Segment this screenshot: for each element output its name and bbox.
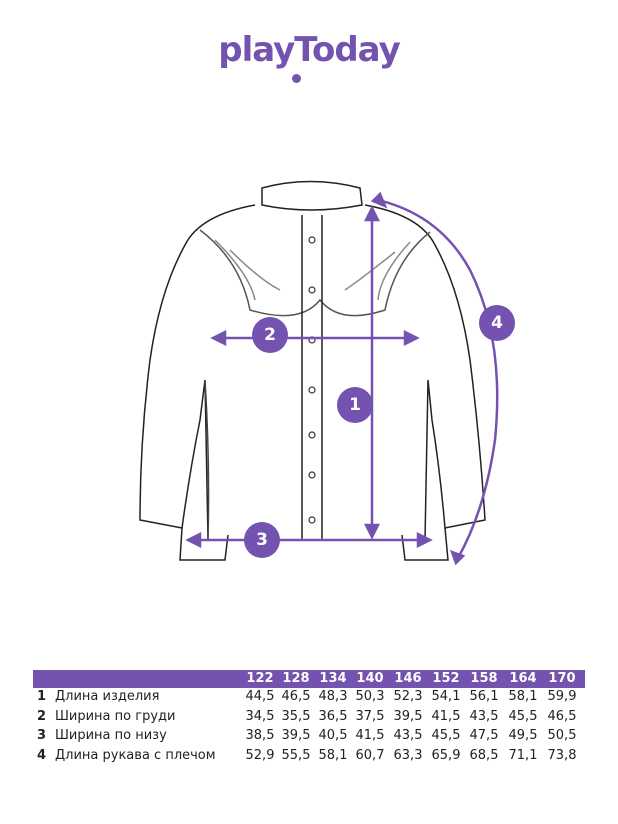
row-label: Длина рукава с плечом (55, 747, 216, 763)
measure-value: 48,3 (318, 689, 348, 704)
measure-value: 63,3 (393, 747, 423, 763)
row-number: 4 (37, 747, 47, 763)
row-number: 1 (37, 689, 47, 704)
measure-value: 65,9 (431, 747, 461, 763)
measure-value: 71,1 (508, 747, 538, 763)
logo-text: playToday (218, 30, 400, 70)
measure-value: 50,5 (547, 728, 577, 743)
measure-value: 34,5 (245, 708, 275, 724)
size-header: 140 (356, 671, 384, 686)
marker-1: 1 (337, 387, 373, 423)
measure-value: 38,5 (245, 728, 275, 743)
blouse-body (139, 204, 486, 541)
measure-value: 54,1 (431, 689, 461, 704)
size-header-row: 122 128 134 140 146 152 158 164 170 (33, 670, 585, 688)
row-label: Длина изделия (55, 689, 160, 704)
measure-value: 40,5 (318, 728, 348, 743)
table-row: 4 Длина рукава с плечом 52,9 55,5 58,1 60,7 63… (33, 747, 585, 767)
table-row: 1 Длина изделия 44,5 46,5 48,3 50,3 52,3 54,1 56… (33, 688, 585, 708)
measure-value: 35,5 (281, 708, 311, 724)
measure-value: 60,7 (355, 747, 385, 763)
measure-value: 59,9 (547, 689, 577, 704)
measure-value: 49,5 (508, 728, 538, 743)
marker-4: 4 (479, 305, 515, 341)
table-row: 2 Ширина по груди 34,5 35,5 36,5 37,5 39,5 41,5… (33, 708, 585, 728)
size-header: 146 (394, 671, 422, 686)
ruffle (199, 229, 431, 317)
measure-value: 45,5 (431, 728, 461, 743)
measure-value: 58,1 (508, 689, 538, 704)
row-number: 2 (37, 708, 47, 724)
size-header: 152 (432, 671, 460, 686)
measure-value: 39,5 (281, 728, 311, 743)
row-label: Ширина по низу (55, 728, 167, 743)
measure-value: 43,5 (393, 728, 423, 743)
measure-value: 41,5 (355, 728, 385, 743)
brand-logo: playToday (0, 30, 618, 70)
marker-3: 3 (244, 522, 280, 558)
logo-dot (292, 74, 301, 83)
measure-value: 46,5 (547, 708, 577, 724)
measure-value: 36,5 (318, 708, 348, 724)
measure-value: 39,5 (393, 708, 423, 724)
measure-value: 43,5 (469, 708, 499, 724)
placket (301, 215, 323, 540)
measure-value: 50,3 (355, 689, 385, 704)
blouse-sketch (139, 180, 499, 566)
size-header: 158 (470, 671, 498, 686)
measure-value: 37,5 (355, 708, 385, 724)
buttons (308, 236, 316, 524)
size-header: 170 (548, 671, 576, 686)
measure-value: 52,9 (245, 747, 275, 763)
cuffs (179, 527, 449, 561)
measure-line-4 (377, 198, 499, 559)
row-number: 3 (37, 728, 47, 743)
marker-2: 2 (252, 317, 288, 353)
measure-value: 52,3 (393, 689, 423, 704)
size-header: 122 (246, 671, 274, 686)
measure-value: 44,5 (245, 689, 275, 704)
measure-value: 56,1 (469, 689, 499, 704)
size-header: 164 (509, 671, 537, 686)
size-header: 134 (319, 671, 347, 686)
size-header: 128 (282, 671, 310, 686)
measure-value: 55,5 (281, 747, 311, 763)
measure-value: 47,5 (469, 728, 499, 743)
measure-value: 46,5 (281, 689, 311, 704)
measure-value: 68,5 (469, 747, 499, 763)
measure-value: 73,8 (547, 747, 577, 763)
measure-value: 58,1 (318, 747, 348, 763)
table-row: 3 Ширина по низу 38,5 39,5 40,5 41,5 43,5 45,5 4… (33, 727, 585, 747)
measure-value: 45,5 (508, 708, 538, 724)
measure-value: 41,5 (431, 708, 461, 724)
collar (261, 180, 363, 211)
row-label: Ширина по груди (55, 708, 176, 724)
